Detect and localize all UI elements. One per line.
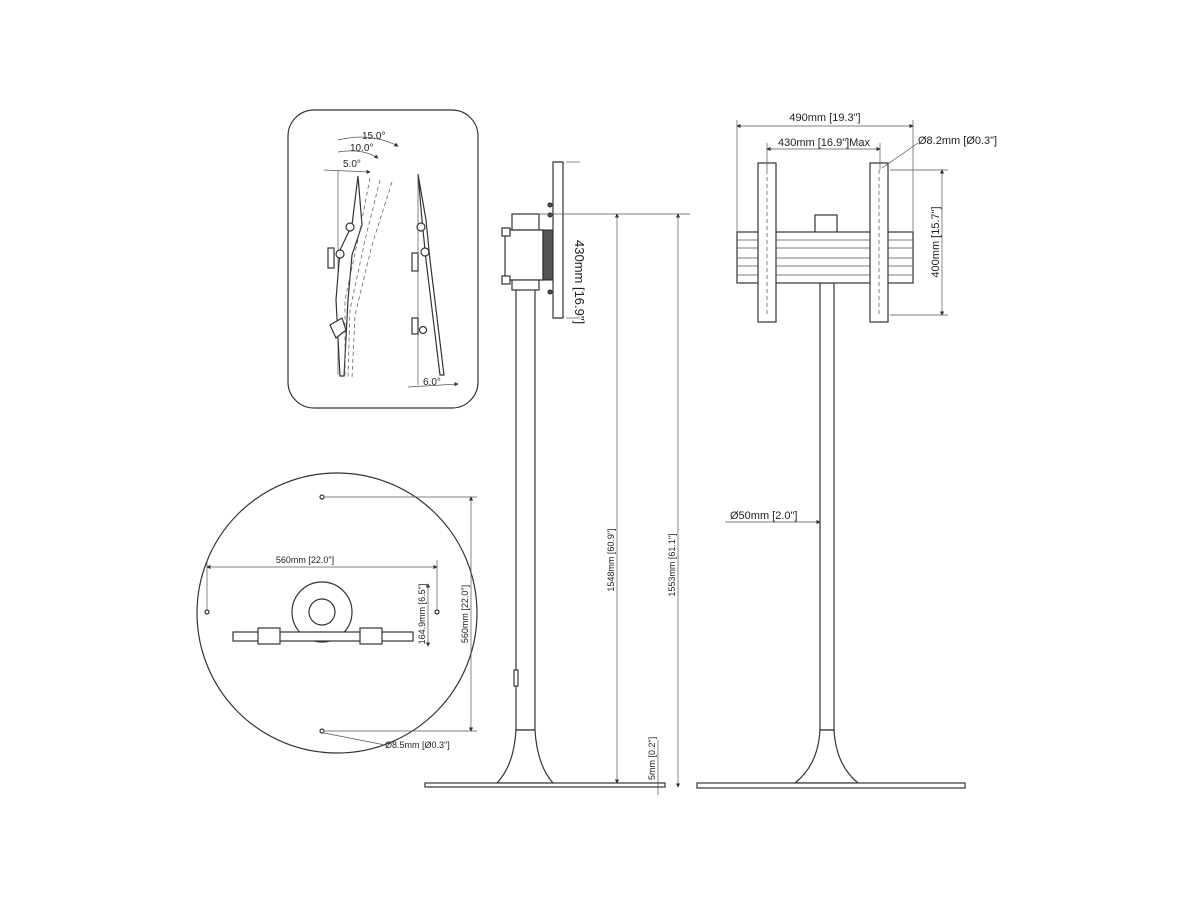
panel-height-label: 430mm [16.9"] (572, 240, 587, 324)
angle-6: 6.0° (423, 377, 441, 388)
max-vesa-width-label: 430mm [16.9"]Max (778, 137, 870, 149)
angle-5: 5.0° (343, 159, 361, 170)
front-view: 490mm [19.3"] 430mm [16.9"]Max Ø8.2mm [Ø… (696, 112, 997, 789)
side-view: 430mm [16.9"] 1548mm [60.9"] 1553mm [61.… (424, 161, 690, 795)
pole-diameter-label: Ø50mm [2.0"] (730, 510, 797, 522)
tilt-dimensions: 15.0° 10.0° 5.0° (323, 131, 399, 174)
plate-thickness-label: 5mm [0.2"] (647, 737, 657, 780)
base-hole-label: Ø8.5mm [Ø0.3"] (385, 740, 450, 750)
overall-height-label: 1553mm [61.1"] (667, 533, 677, 596)
tilt-inset: 15.0° 10.0° 5.0° 6.0° (287, 109, 479, 409)
tilt-bracket-tilted (327, 170, 393, 379)
vesa-height-label: 400mm [15.7"] (930, 206, 942, 277)
height-to-top-label: 1548mm [60.9"] (606, 528, 616, 591)
angle-10: 10.0° (350, 143, 373, 154)
base-top-view: 560mm [22.0"] 560mm [22.0"] 164.9mm [6.5… (196, 472, 478, 754)
hole-diameter-label: Ø8.2mm [Ø0.3"] (918, 135, 997, 147)
overall-width-label: 490mm [19.3"] (789, 112, 860, 124)
base-depth-label: 560mm [22.0"] (460, 585, 470, 643)
tilt-bracket-forward: 6.0° (407, 173, 459, 388)
offset-label: 164.9mm [6.5"] (417, 584, 427, 645)
base-width-label: 560mm [22.0"] (276, 555, 334, 565)
angle-15: 15.0° (362, 131, 385, 142)
